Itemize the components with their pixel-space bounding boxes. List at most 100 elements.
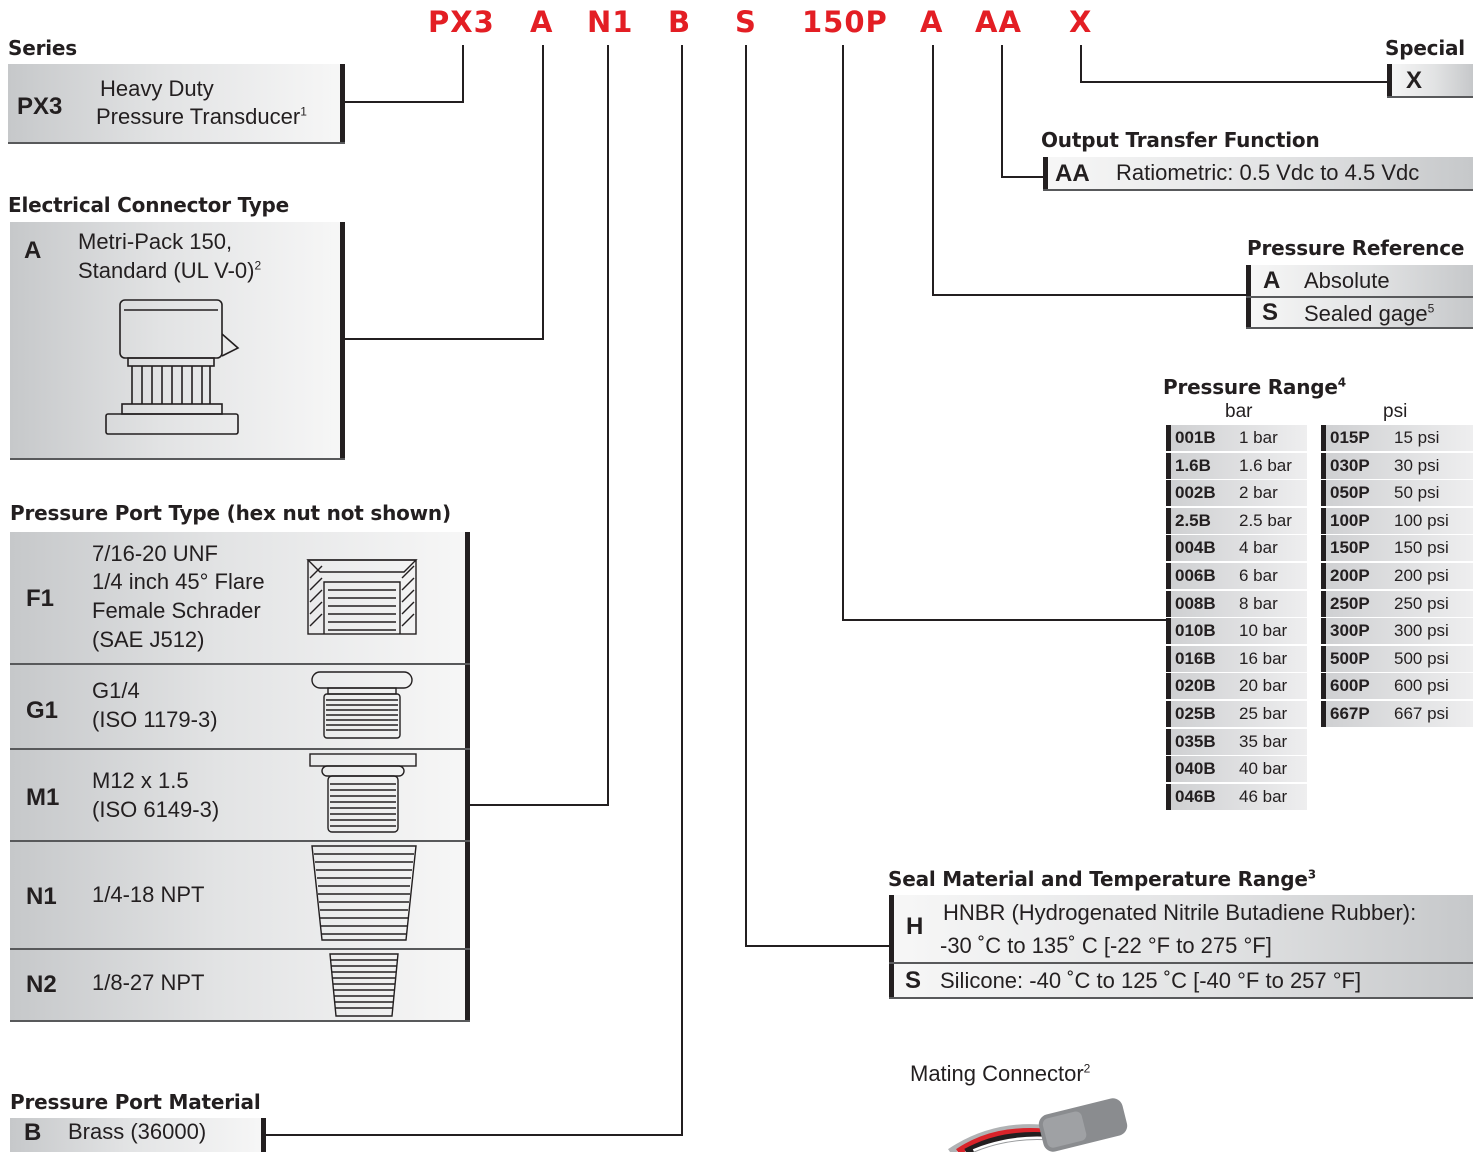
seal-panel: [889, 895, 1473, 999]
reference-underline: [1246, 327, 1473, 329]
connector-desc-1: Metri-Pack 150,: [78, 229, 233, 254]
code-reference: A: [920, 5, 944, 39]
code-seal: S: [735, 5, 757, 39]
port-g1-line-2: (ISO 1179-3): [92, 707, 218, 732]
range-value: 600 psi: [1394, 676, 1449, 696]
connector-panel-bar: [340, 222, 345, 460]
port-type-divider-4: [10, 948, 470, 950]
range-row: 600P 600 psi: [1321, 673, 1473, 700]
range-code: 150P: [1330, 538, 1370, 558]
material-code: B: [24, 1119, 42, 1146]
range-code: 002B: [1175, 483, 1216, 503]
leader-reference-v: [932, 45, 934, 296]
port-f1-line-4: (SAE J512): [92, 627, 205, 652]
leader-connector-v: [542, 45, 544, 340]
seal-title: Seal Material and Temperature Range3: [888, 867, 1316, 891]
n1-npt-fitting-icon: [311, 845, 417, 941]
range-code: 040B: [1175, 759, 1216, 779]
port-type-divider-2: [10, 748, 470, 750]
range-row: 001B 1 bar: [1166, 425, 1307, 451]
connector-panel: [10, 222, 345, 460]
port-code-m1: M1: [26, 784, 60, 811]
range-row: 020B 20 bar: [1166, 673, 1307, 700]
material-title: Pressure Port Material: [10, 1090, 261, 1114]
port-code-n2: N2: [26, 971, 57, 998]
range-value: 2 bar: [1239, 483, 1278, 503]
range-value: 35 bar: [1239, 731, 1288, 751]
range-value: 250 psi: [1394, 593, 1449, 613]
range-row: 500P 500 psi: [1321, 645, 1473, 672]
range-code: 100P: [1330, 510, 1370, 530]
reference-desc-a: Absolute: [1304, 268, 1390, 293]
range-value: 30 psi: [1394, 455, 1440, 475]
series-panel-bar: [340, 64, 345, 144]
leader-connector-h: [345, 338, 544, 340]
seal-divider: [889, 962, 1473, 964]
port-type-divider-1: [10, 663, 470, 665]
output-desc: Ratiometric: 0.5 Vdc to 4.5 Vdc: [1116, 160, 1420, 185]
output-code: AA: [1055, 160, 1090, 187]
range-value: 6 bar: [1239, 566, 1278, 585]
connector-underline: [10, 458, 345, 460]
leader-output-h: [1001, 176, 1043, 178]
leader-series-h: [345, 101, 464, 103]
range-value: 50 psi: [1394, 483, 1440, 503]
code-special: X: [1069, 5, 1093, 39]
code-output: AA: [975, 5, 1022, 39]
leader-port-type-v: [607, 45, 609, 806]
reference-desc-s: Sealed gage5: [1304, 301, 1435, 326]
range-code: 600P: [1330, 676, 1370, 696]
connector-title: Electrical Connector Type: [8, 193, 290, 217]
range-code: 300P: [1330, 621, 1370, 641]
leader-seal-v: [745, 45, 747, 947]
seal-underline: [889, 997, 1473, 999]
series-panel: [8, 64, 345, 144]
range-title: Pressure Range4: [1163, 375, 1346, 399]
leader-series-v: [462, 45, 464, 103]
code-port-type: N1: [587, 5, 634, 39]
seal-h-line-1: HNBR (Hydrogenated Nitrile Butadiene Rub…: [943, 900, 1417, 925]
range-value: 500 psi: [1394, 648, 1449, 668]
range-code: 010B: [1175, 621, 1216, 641]
m1-fitting-icon: [309, 753, 417, 833]
special-title: Special: [1385, 36, 1465, 60]
range-code: 004B: [1175, 538, 1216, 558]
code-port-material: B: [668, 5, 692, 39]
range-code: 1.6B: [1175, 455, 1211, 475]
range-code: 001B: [1175, 428, 1216, 447]
range-code: 020B: [1175, 676, 1216, 696]
port-f1-line-1: 7/16-20 UNF: [92, 541, 218, 566]
material-panel: [10, 1118, 266, 1152]
port-code-g1: G1: [26, 697, 59, 724]
range-value: 2.5 bar: [1239, 510, 1292, 530]
range-code: 008B: [1175, 593, 1216, 613]
special-panel: [1387, 64, 1473, 98]
leader-output-v: [1001, 45, 1003, 178]
g1-fitting-icon: [311, 671, 413, 739]
flare-fitting-icon: [306, 559, 418, 635]
metri-pack-connector-icon: [105, 299, 240, 435]
range-code: 016B: [1175, 648, 1216, 668]
range-value: 300 psi: [1394, 621, 1449, 641]
port-g1-line-1: G1/4: [92, 678, 140, 703]
range-value: 46 bar: [1239, 786, 1288, 806]
mating-connector-icon: [948, 1098, 1128, 1152]
range-value: 20 bar: [1239, 676, 1288, 696]
range-psi-label: psi: [1383, 401, 1408, 422]
range-code: 500P: [1330, 648, 1370, 668]
reference-title: Pressure Reference: [1247, 236, 1465, 260]
leader-seal-h: [745, 945, 889, 947]
seal-h-line-2: -30 ˚C to 135˚ C [-22 °F to 275 °F]: [940, 933, 1272, 958]
mating-connector-label: Mating Connector2: [910, 1061, 1091, 1086]
range-value: 1 bar: [1239, 428, 1278, 447]
